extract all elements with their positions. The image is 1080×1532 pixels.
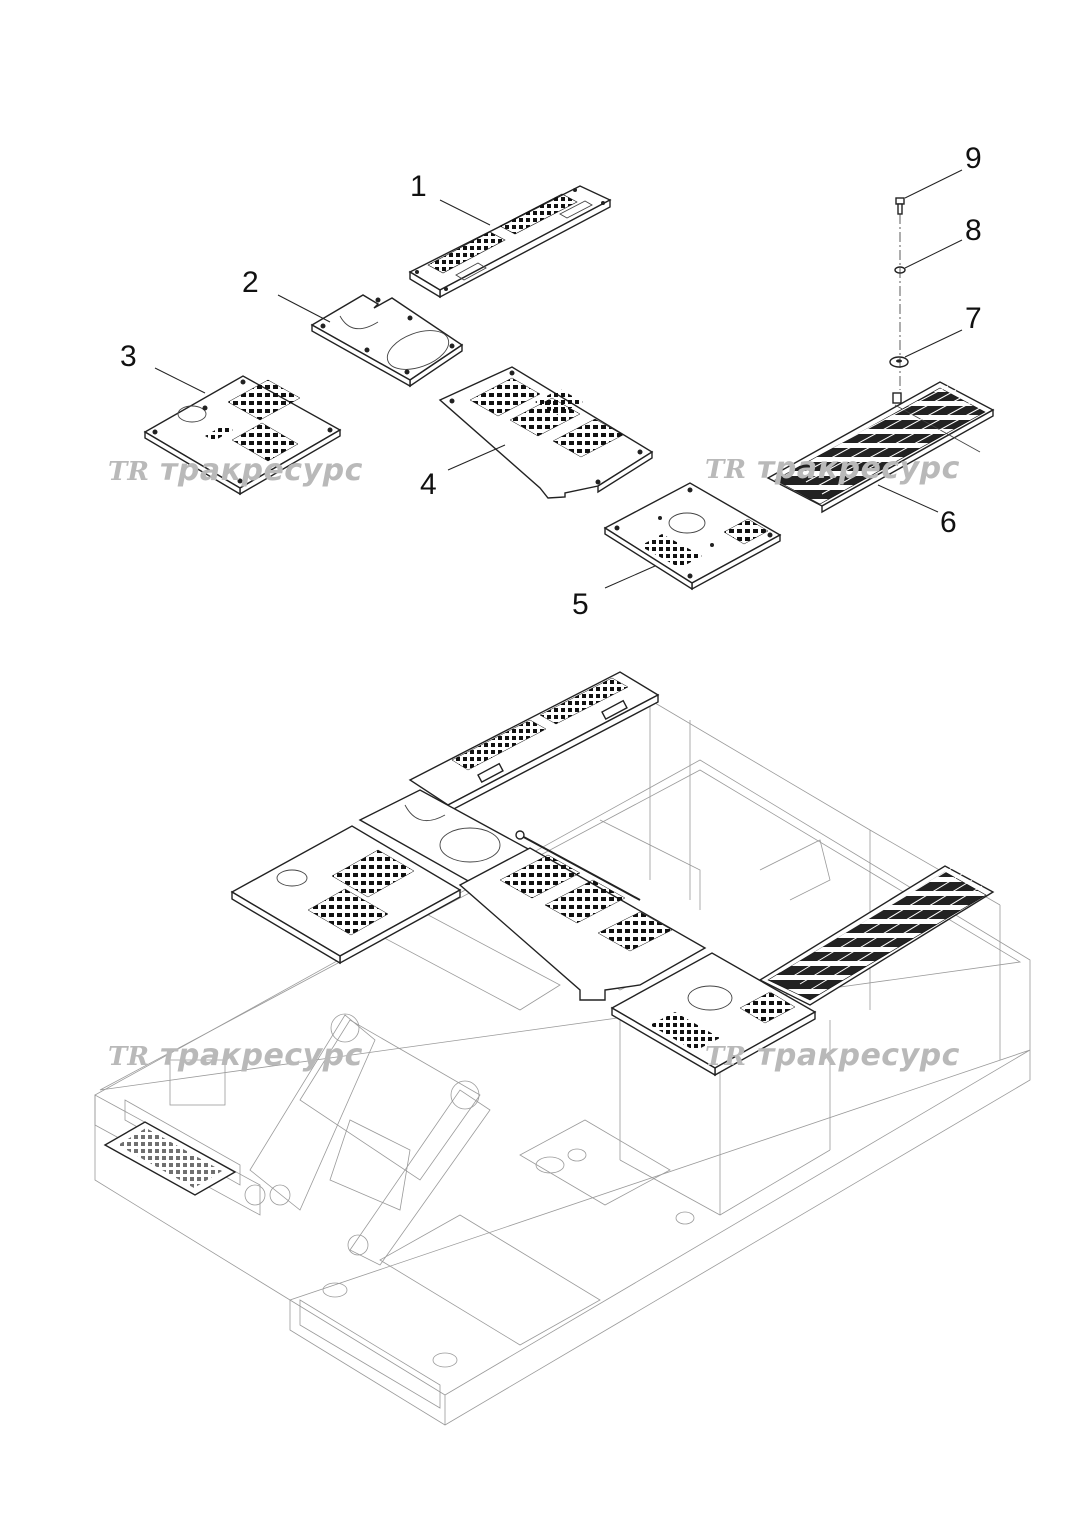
part-9-bolt (895, 197, 905, 215)
callout-1: 1 (410, 170, 427, 203)
watermark-top-right: TR тракресурс (705, 451, 960, 486)
part-6-slatted-grille (766, 381, 995, 514)
watermark-text: тракресурс (757, 451, 960, 486)
callout-4: 4 (420, 468, 437, 501)
callout-2: 2 (242, 266, 259, 299)
part-5-square-plate (603, 482, 782, 591)
callout-labels: 1 2 3 4 5 6 7 8 9 (120, 142, 982, 621)
watermark-logo: TR (108, 1042, 149, 1072)
watermark-logo: TR (705, 1042, 746, 1072)
part-4-large-perforated-plate (438, 366, 654, 499)
part-3-perforated-plate (143, 375, 342, 496)
callout-8: 8 (965, 214, 982, 247)
watermark-logo: TR (108, 457, 149, 487)
watermark-text: тракресурс (757, 1038, 960, 1073)
watermark-text: тракресурс (160, 453, 363, 488)
callout-6: 6 (940, 506, 957, 539)
part-2-plate-with-hole (310, 294, 464, 388)
leader-lines (154, 169, 963, 589)
callout-5: 5 (572, 588, 589, 621)
watermark-bottom-right: TR тракресурс (705, 1038, 960, 1073)
callout-3: 3 (120, 340, 137, 373)
watermark-logo: TR (705, 455, 746, 485)
callout-7: 7 (965, 302, 982, 335)
watermark-bottom-left: TR тракресурс (108, 1038, 363, 1073)
callout-9: 9 (965, 142, 982, 175)
part-1-cover-plate (408, 185, 612, 299)
part-7-washer (889, 356, 909, 368)
assembled-covers (230, 671, 995, 1077)
watermark-top-left: TR тракресурс (108, 453, 363, 488)
watermark-text: тракресурс (160, 1038, 363, 1073)
